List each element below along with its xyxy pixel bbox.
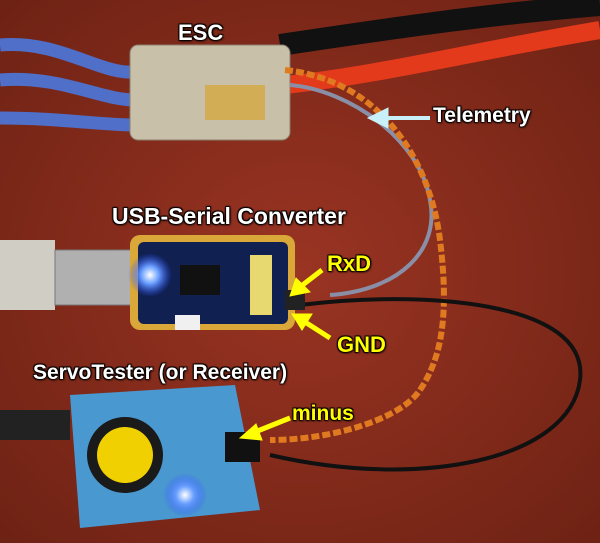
label-servotester: ServoTester (or Receiver) bbox=[33, 361, 288, 384]
label-minus: minus bbox=[292, 402, 354, 425]
usb-plug bbox=[0, 240, 55, 310]
orange-twisted-wire bbox=[269, 67, 447, 443]
label-esc: ESC bbox=[178, 20, 224, 45]
label-telemetry: Telemetry bbox=[433, 104, 531, 127]
servo-tester bbox=[0, 385, 260, 528]
telemetry-wire bbox=[289, 83, 434, 297]
black-power-cable bbox=[278, 0, 600, 56]
gnd-arrow bbox=[291, 313, 332, 341]
minus-arrow bbox=[238, 415, 291, 441]
label-gnd: GND bbox=[337, 332, 386, 357]
label-usb-serial-converter: USB-Serial Converter bbox=[112, 203, 346, 229]
gnd-wire bbox=[269, 297, 583, 472]
rxd-arrow bbox=[289, 268, 324, 297]
telemetry-arrow bbox=[366, 107, 430, 129]
motor-wires bbox=[0, 38, 136, 132]
label-rxd: RxD bbox=[327, 251, 372, 276]
